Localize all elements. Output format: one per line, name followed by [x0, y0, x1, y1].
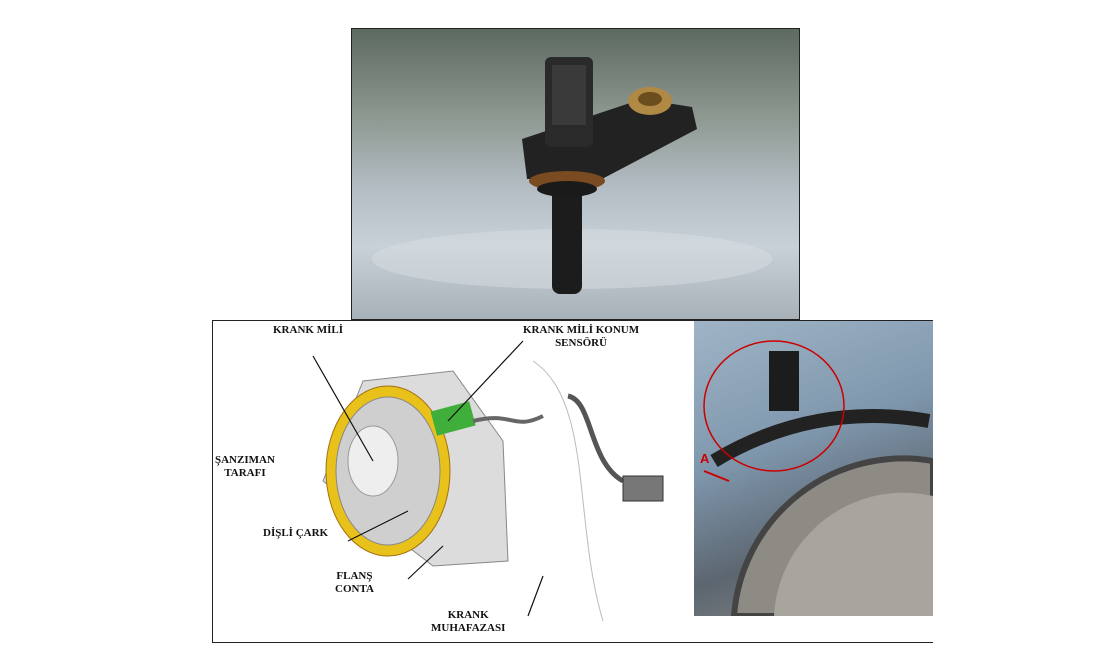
engine-sensor-location-photo: A: [694, 321, 933, 616]
label-transmission-side: ŞANZIMAN TARAFI: [215, 454, 275, 480]
label-sensor-line1: KRANK MİLİ KONUM: [523, 324, 640, 336]
label-housing-line2: MUHAFAZASI: [431, 622, 506, 634]
label-crank-position-sensor: KRANK MİLİ KONUM SENSÖRÜ: [523, 324, 639, 350]
label-transmission-line1: ŞANZIMAN: [215, 454, 275, 466]
label-flange-line1: FLANŞ: [336, 570, 373, 582]
label-crank-housing: KRANK MUHAFAZASI: [431, 609, 505, 635]
label-crankshaft: KRANK MİLİ: [273, 324, 343, 336]
label-flange-line2: CONTA: [335, 583, 374, 595]
marker-a: A: [700, 451, 710, 466]
label-transmission-line2: TARAFI: [224, 467, 266, 479]
label-sensor-line2: SENSÖRÜ: [555, 337, 608, 349]
label-housing-line1: KRANK: [447, 609, 489, 621]
label-gear-wheel: DİŞLİ ÇARK: [263, 527, 329, 539]
diagram-panel: KRANK MİLİ KRANK MİLİ KONUM SENSÖRÜ ŞANZ…: [212, 320, 933, 643]
label-flange-seal: FLANŞ CONTA: [335, 570, 374, 596]
crankshaft-sensor-diagram: KRANK MİLİ KRANK MİLİ KONUM SENSÖRÜ ŞANZ…: [213, 321, 693, 642]
crank-sensor-photo: [351, 28, 800, 320]
